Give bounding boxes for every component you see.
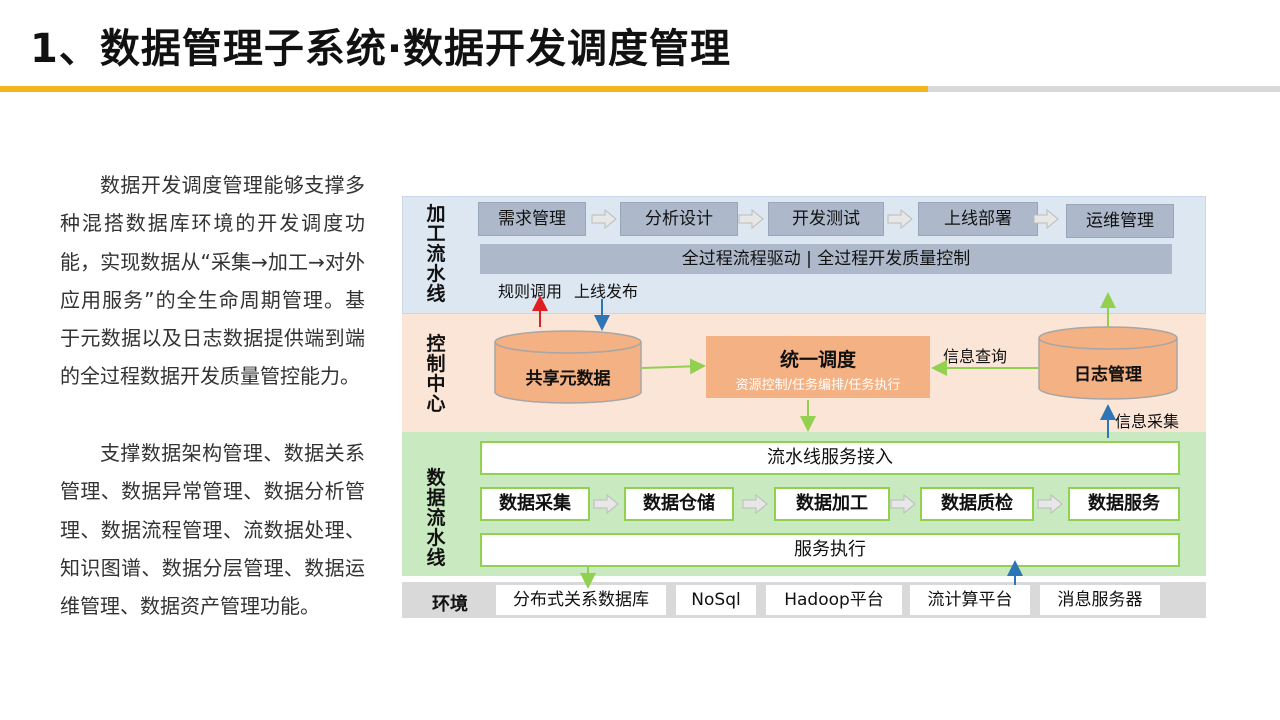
title-underline-accent — [0, 86, 928, 92]
info-collect-label: 信息采集 — [1115, 412, 1180, 431]
log-management-store: 日志管理 — [1038, 326, 1178, 402]
arrow-right-icon — [1037, 494, 1063, 514]
data-step-service: 数据服务 — [1068, 487, 1180, 521]
data-step-quality: 数据质检 — [920, 487, 1034, 521]
process-quality-bar: 全过程流程驱动 | 全过程开发质量控制 — [480, 244, 1172, 274]
env-stream-computing: 流计算平台 — [910, 585, 1030, 615]
log-management-label: 日志管理 — [1074, 365, 1142, 385]
env-hadoop: Hadoop平台 — [766, 585, 902, 615]
process-step-testing: 开发测试 — [768, 202, 884, 236]
pipeline-access-bar: 流水线服务接入 — [480, 441, 1180, 475]
env-distributed-rdb: 分布式关系数据库 — [496, 585, 666, 615]
arrow-right-icon — [890, 494, 916, 514]
scheduler-subtitle: 资源控制/任务编排/任务执行 — [735, 378, 901, 393]
env-nosql: NoSql — [676, 585, 756, 615]
arrow-right-icon — [593, 494, 619, 514]
arrow-right-icon — [887, 209, 913, 229]
rule-call-label: 规则调用 — [498, 282, 563, 301]
paragraph-2: 支撑数据架构管理、数据关系管理、数据异常管理、数据分析管理、数据流程管理、流数据… — [60, 441, 365, 619]
data-step-collection: 数据采集 — [480, 487, 590, 521]
env-message-server: 消息服务器 — [1040, 585, 1160, 615]
arrow-right-icon — [1033, 209, 1059, 229]
process-step-deploy: 上线部署 — [918, 202, 1038, 236]
process-step-operations: 运维管理 — [1066, 204, 1174, 238]
arrow-right-icon — [738, 209, 764, 229]
title-underline-grey — [928, 86, 1280, 92]
arrow-right-icon — [591, 209, 617, 229]
data-step-warehouse: 数据仓储 — [624, 487, 734, 521]
paragraph-1: 数据开发调度管理能够支撑多种混搭数据库环境的开发调度功能，实现数据从“采集→加工… — [60, 173, 365, 389]
service-execution-bar: 服务执行 — [480, 533, 1180, 567]
data-step-processing: 数据加工 — [774, 487, 890, 521]
info-query-label: 信息查询 — [943, 347, 1008, 366]
process-step-design: 分析设计 — [620, 202, 738, 236]
env-label: 环境 — [432, 594, 468, 615]
features-paragraph: 支撑数据架构管理、数据关系管理、数据异常管理、数据分析管理、数据流程管理、流数据… — [60, 434, 365, 625]
arrow-right-icon — [742, 494, 768, 514]
page-title: 1、数据管理子系统·数据开发调度管理 — [30, 26, 732, 72]
band-label-processing: 加工流水线 — [426, 203, 446, 305]
band-label-control: 控制中心 — [426, 333, 446, 415]
release-label: 上线发布 — [574, 282, 639, 301]
shared-metadata-label: 共享元数据 — [525, 369, 611, 389]
shared-metadata-store: 共享元数据 — [494, 330, 642, 406]
band-label-dataflow: 数据流水线 — [426, 467, 446, 569]
intro-paragraph: 数据开发调度管理能够支撑多种混搭数据库环境的开发调度功能，实现数据从“采集→加工… — [60, 166, 365, 396]
scheduler-title: 统一调度 — [779, 349, 856, 371]
unified-scheduler-box: 统一调度 资源控制/任务编排/任务执行 — [706, 336, 930, 398]
architecture-diagram: 加工流水线 控制中心 数据流水线 需求管理 分析设计 开发测试 上线部署 运维管… — [402, 196, 1206, 620]
process-step-requirements: 需求管理 — [478, 202, 586, 236]
